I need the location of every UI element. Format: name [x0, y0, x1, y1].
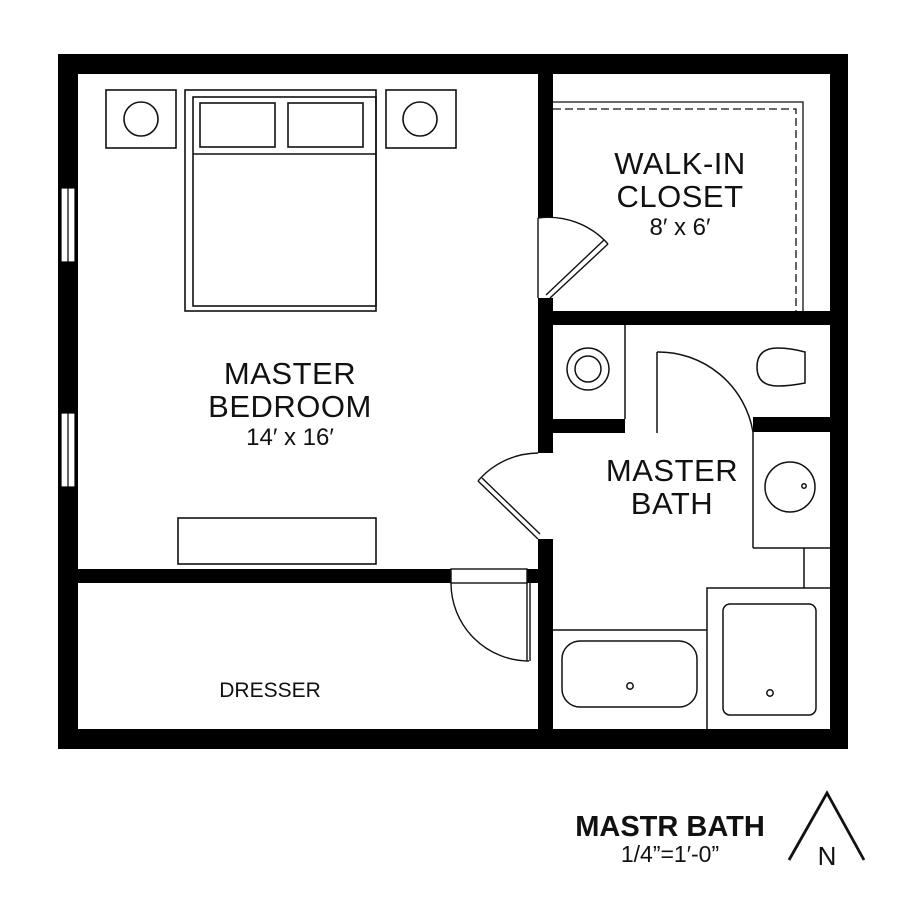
sink-icon [764, 461, 816, 513]
master-bedroom-label: MASTER BEDROOM 14′ x 16′ [190, 356, 390, 452]
bath-name-2: BATH [630, 485, 714, 521]
closet-dimensions: 8′ x 6′ [649, 214, 711, 242]
interior-wall-vertical-mid [538, 298, 553, 453]
dresser-door-swing [450, 582, 530, 662]
interior-wall-vertical-lower [538, 539, 553, 749]
outer-wall-top [58, 54, 848, 74]
master-bedroom-name-1: MASTER [223, 356, 357, 391]
bath-door-leaf [477, 477, 541, 540]
bath-fixtures [553, 325, 830, 729]
pillow-left [199, 102, 276, 148]
bench [177, 517, 377, 565]
windows [60, 187, 76, 488]
bed-mattress [192, 96, 377, 307]
plan-title: MASTR BATH [575, 811, 765, 843]
bedroom-dresser-wall [58, 569, 451, 583]
drain-inner-icon [574, 355, 602, 383]
master-bath-label: MASTER BATH [592, 453, 752, 521]
closet-bath-wall [538, 311, 848, 325]
master-bedroom-name-2: BEDROOM [208, 388, 372, 424]
outer-wall-bottom [58, 729, 848, 749]
toilet-niche-wall [753, 417, 830, 432]
master-bedroom-dimensions: 14′ x 16′ [246, 424, 334, 452]
walls [58, 54, 848, 749]
plan-scale: 1/4”=1′-0” [620, 841, 720, 868]
closet-name-2: CLOSET [616, 178, 744, 214]
bath-door-swing [477, 452, 539, 482]
bedroom-dresser-wall-stub [527, 569, 553, 583]
toilet-icon [756, 347, 806, 387]
north-arrow-icon [787, 790, 866, 861]
shower [722, 603, 817, 716]
closet-door-swing [537, 216, 609, 245]
title-block: MASTR BATH 1/4”=1′-0” [555, 812, 785, 867]
nightstand-left [105, 89, 177, 149]
closet-door-leaf [545, 239, 609, 299]
pillow-right [287, 102, 364, 148]
dresser-door-jamb [450, 568, 528, 584]
outer-wall-left [58, 54, 78, 749]
closet-shelving [553, 101, 804, 311]
walk-in-closet-label: WALK-IN CLOSET 8′ x 6′ [590, 146, 770, 242]
lamp-right-icon [402, 101, 438, 137]
washer-niche-wall [553, 419, 625, 433]
outer-wall-right [830, 54, 848, 749]
doors [450, 216, 609, 662]
lamp-left-icon [123, 101, 159, 137]
toilet-door-swing [656, 351, 754, 548]
bed-frame [184, 89, 377, 312]
bathtub [561, 640, 698, 708]
north-label: N [817, 841, 837, 871]
bed-group [105, 89, 457, 565]
bath-name-1: MASTER [605, 453, 739, 488]
dresser-label: DRESSER [219, 679, 321, 702]
nightstand-right [385, 89, 457, 149]
drain-outer-icon [566, 347, 610, 391]
closet-name-1: WALK-IN [614, 146, 746, 181]
interior-wall-vertical-upper [538, 54, 553, 218]
